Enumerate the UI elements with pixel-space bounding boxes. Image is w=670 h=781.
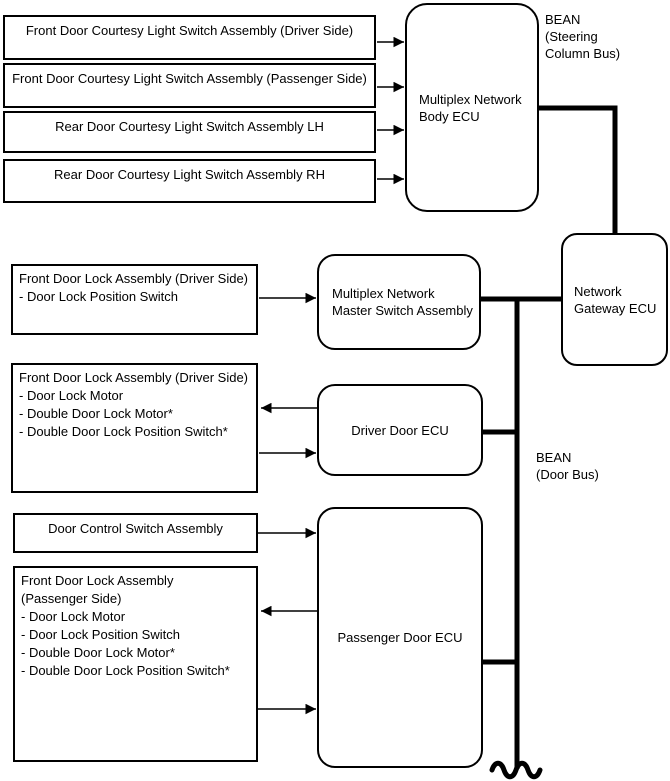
network-gateway-ecu-box: Network Gateway ECU bbox=[561, 233, 668, 366]
bus-continuation-squiggle-icon bbox=[489, 760, 543, 780]
driver-door-ecu-box: Driver Door ECU bbox=[317, 384, 483, 476]
door-control-switch-box: Door Control Switch Assembly bbox=[13, 513, 258, 553]
lock-driver-motor-box: Front Door Lock Assembly (Driver Side) -… bbox=[11, 363, 258, 493]
bean-steering-bus-line bbox=[539, 105, 618, 233]
multiplex-body-ecu-box: Multiplex Network Body ECU bbox=[405, 3, 539, 212]
master-switch-assembly-box: Multiplex Network Master Switch Assembly bbox=[317, 254, 481, 350]
rear-courtesy-lh-box: Rear Door Courtesy Light Switch Assembly… bbox=[3, 111, 376, 153]
lock-driver-position-box: Front Door Lock Assembly (Driver Side) -… bbox=[11, 264, 258, 335]
courtesy-passenger-box: Front Door Courtesy Light Switch Assembl… bbox=[3, 63, 376, 108]
lock-passenger-box: Front Door Lock Assembly (Passenger Side… bbox=[13, 566, 258, 762]
rear-courtesy-rh-box: Rear Door Courtesy Light Switch Assembly… bbox=[3, 159, 376, 203]
bean-door-label: BEAN (Door Bus) bbox=[536, 450, 599, 482]
passenger-door-ecu-box: Passenger Door ECU bbox=[317, 507, 483, 768]
courtesy-driver-box: Front Door Courtesy Light Switch Assembl… bbox=[3, 15, 376, 60]
bean-steering-label: BEAN (Steering Column Bus) bbox=[545, 12, 621, 61]
